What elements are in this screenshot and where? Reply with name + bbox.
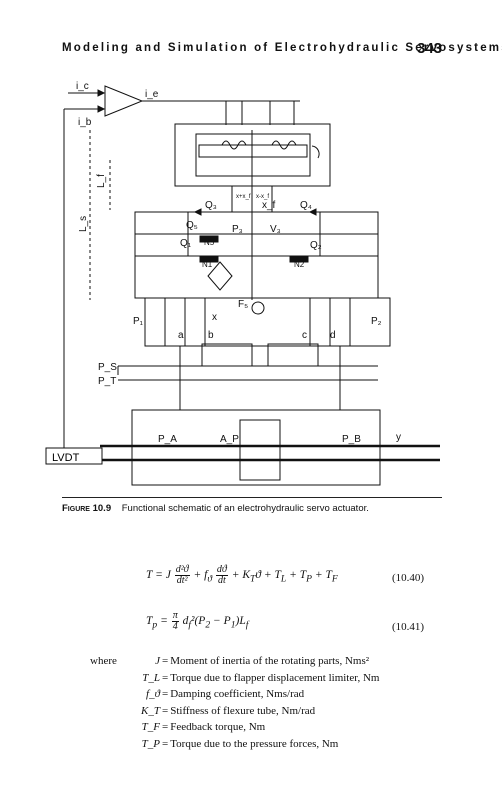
label-xminus: x-x_f bbox=[256, 194, 269, 200]
label-x: x bbox=[212, 312, 217, 323]
figure-caption: Figure 10.9 Functional schematic of an e… bbox=[62, 497, 442, 514]
lvdt-box bbox=[45, 447, 103, 465]
label-q3: Q₃ bbox=[205, 200, 217, 211]
label-q2: Q₂ bbox=[310, 240, 322, 251]
label-y: y bbox=[396, 432, 401, 443]
actuator-cylinder bbox=[131, 409, 381, 486]
definition-text: Torque due to the pressure forces, Nm bbox=[170, 737, 339, 750]
torque-motor-housing bbox=[174, 123, 331, 187]
definition-row: K_T=Stiffness of flexure tube, Nm/rad bbox=[90, 705, 379, 722]
page-number: 343 bbox=[416, 40, 442, 57]
label-ls: L_s bbox=[78, 216, 89, 232]
label-xplus: x+x_f bbox=[236, 194, 251, 200]
label-b: b bbox=[208, 330, 214, 341]
label-ie: i_e bbox=[145, 89, 159, 100]
label-n2: N2 bbox=[294, 260, 305, 269]
coil-left bbox=[221, 140, 247, 150]
label-c: c bbox=[302, 330, 307, 341]
label-pt: P_T bbox=[98, 376, 116, 387]
definition-text: Damping coefficient, Nms/rad bbox=[170, 688, 305, 700]
definition-row: f_ϑ=Damping coefficient, Nms/rad bbox=[90, 688, 379, 705]
figure-caption-text: Functional schematic of an electrohydrau… bbox=[121, 503, 369, 514]
definition-symbol: T_P bbox=[141, 737, 160, 750]
label-v3: V₃ bbox=[270, 224, 281, 235]
amplifier-symbol bbox=[104, 85, 144, 117]
label-p1: P₁ bbox=[133, 316, 144, 327]
definition-text: Moment of inertia of the rotating parts,… bbox=[170, 655, 370, 667]
equation-number-10-41: (10.41) bbox=[392, 621, 425, 633]
label-p2: P₂ bbox=[371, 316, 382, 327]
definition-symbol: J bbox=[155, 655, 160, 667]
definition-row: T_L=Torque due to flapper displacement l… bbox=[90, 672, 379, 689]
label-q4: Q₄ bbox=[300, 200, 312, 211]
figure-caption-label: Figure 10.9 bbox=[62, 503, 112, 514]
label-xf: x_f bbox=[262, 200, 276, 211]
definition-symbol: f_ϑ bbox=[146, 688, 160, 700]
label-d: d bbox=[330, 330, 336, 341]
label-ic: i_c bbox=[76, 81, 89, 92]
label-q5: Q₅ bbox=[186, 220, 198, 231]
label-pa: P_A bbox=[158, 434, 177, 445]
label-a: a bbox=[178, 330, 184, 341]
definition-text: Stiffness of flexure tube, Nm/rad bbox=[170, 704, 316, 717]
label-q1: Q₁ bbox=[180, 238, 192, 249]
label-n1: N1 bbox=[202, 260, 213, 269]
definition-row: T_P=Torque due to the pressure forces, N… bbox=[90, 738, 379, 755]
label-ib: i_b bbox=[78, 117, 92, 128]
definition-symbol: K_T bbox=[141, 704, 160, 717]
running-head-title: Modeling and Simulation of Electrohydrau… bbox=[62, 42, 502, 54]
definition-text: Feedback torque, Nm bbox=[170, 721, 266, 733]
label-p3: P₃ bbox=[232, 224, 243, 235]
label-n5: N5 bbox=[204, 238, 215, 247]
label-lf: L_f bbox=[96, 174, 107, 188]
servo-actuator-schematic: LVDT i_c i_e i_b L_f L_s Q₃ Q₄ x+x_f x-x… bbox=[45, 81, 440, 486]
label-pb: P_B bbox=[342, 434, 361, 445]
label-f5: F₅ bbox=[238, 299, 248, 310]
coil-right bbox=[271, 140, 297, 150]
where-label: where bbox=[90, 655, 117, 667]
definition-row: T_F=Feedback torque, Nm bbox=[90, 721, 379, 738]
equation-number-10-40: (10.40) bbox=[392, 572, 425, 584]
definition-symbol: T_L bbox=[142, 671, 160, 684]
lvdt-label: LVDT bbox=[52, 452, 80, 464]
label-ap: A_P bbox=[220, 434, 239, 445]
definition-text: Torque due to flapper displacement limit… bbox=[170, 671, 380, 684]
running-header: Modeling and Simulation of Electrohydrau… bbox=[62, 40, 502, 60]
label-ps: P_S bbox=[98, 362, 117, 373]
definition-symbol: T_F bbox=[141, 721, 160, 733]
